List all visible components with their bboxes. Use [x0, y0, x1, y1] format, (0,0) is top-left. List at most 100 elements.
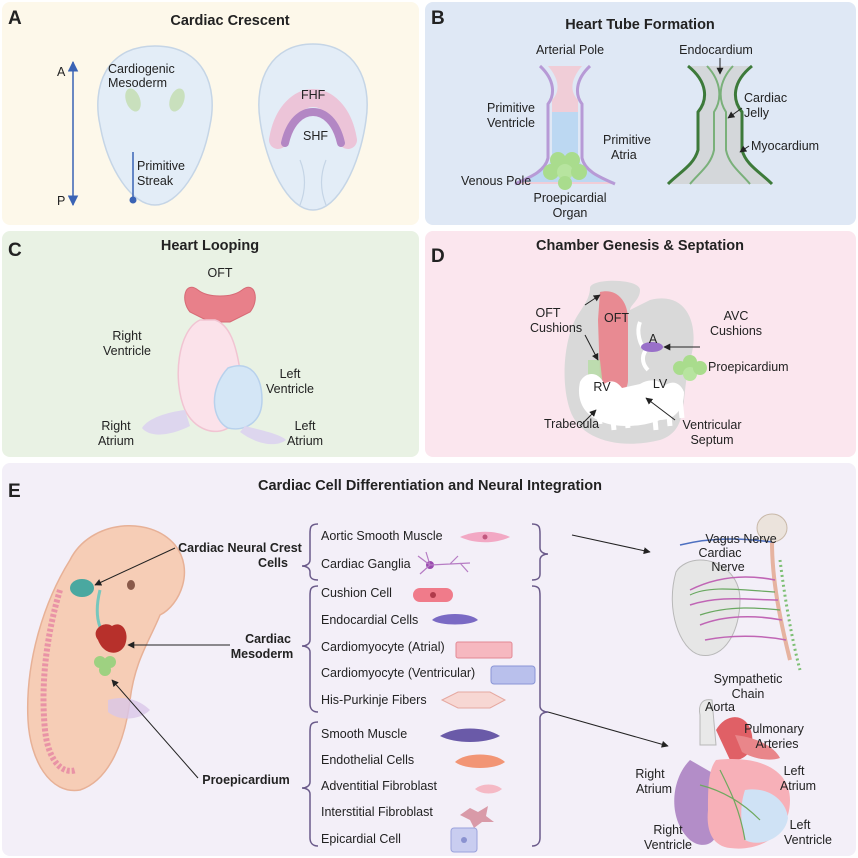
origin-ncc-label-1: Cardiac Neural Crest	[178, 541, 303, 555]
prim-atria-label-2: Atria	[611, 148, 637, 162]
septation-rv-label: RV	[593, 380, 611, 394]
panel-e: E Cardiac Cell Differentiation and Neura…	[2, 463, 856, 856]
cell-label: His-Purkinje Fibers	[321, 693, 427, 707]
adult-ra-label-1: Right	[635, 767, 665, 781]
cell-label: Cushion Cell	[321, 586, 392, 600]
endothelial-cell-icon	[455, 754, 505, 768]
proepicardial-organ	[543, 152, 587, 190]
venous-pole-label: Venous Pole	[461, 174, 531, 188]
adult-ra-label-2: Atrium	[636, 782, 672, 796]
aorta-label: Aorta	[705, 700, 735, 714]
sympathetic-chain-label-1: Sympathetic	[714, 672, 783, 686]
panel-b-letter: B	[431, 8, 445, 29]
embryo-disc-2	[258, 43, 368, 211]
panel-c-title: Heart Looping	[161, 238, 259, 254]
looping-left-ventricle	[213, 365, 263, 430]
primitive-streak-label-2: Streak	[137, 174, 174, 188]
heart-tube-lower	[515, 112, 615, 182]
panel-d-title: Chamber Genesis & Septation	[536, 238, 744, 254]
panel-e-title: Cardiac Cell Differentiation and Neural …	[258, 478, 602, 494]
aorta-vessel	[699, 699, 717, 746]
atrial-cardiomyocyte-icon	[455, 641, 513, 659]
oft-cushions-arrow-2	[584, 334, 599, 361]
septation-avc-cushions	[641, 342, 663, 352]
aortic-smooth-muscle-nucleus-icon	[482, 534, 488, 540]
cell-label: Adventitial Fibroblast	[321, 779, 438, 793]
cell-label: Smooth Muscle	[321, 727, 407, 741]
avc-cushions-label-1: AVC	[724, 309, 749, 323]
looping-oft	[184, 287, 256, 323]
looping-left-atrium	[240, 426, 286, 445]
ncc-arrow	[94, 547, 176, 586]
oft-cushions-label-1: OFT	[536, 306, 561, 320]
endocardial-tube-jelly	[668, 66, 772, 184]
fhf-label: FHF	[301, 88, 326, 102]
sympathetic-fibers	[689, 588, 781, 616]
adult-la-label-1: Left	[784, 764, 805, 778]
axis-a-label: A	[57, 65, 66, 79]
panel-d: D Chamber Genesis & Septation OFT Cushio…	[425, 231, 856, 457]
cardiogenic-left-blob	[125, 88, 141, 112]
septum-arrow	[645, 397, 676, 421]
looping-oft-label: OFT	[208, 266, 233, 280]
embryo-proepicardium	[94, 656, 116, 676]
ventricular-septum-label-2: Septum	[690, 433, 733, 447]
cell-label: Cardiac Ganglia	[321, 557, 411, 571]
fhf-crescent	[269, 88, 357, 149]
panel-b-title: Heart Tube Formation	[565, 17, 715, 33]
prim-ventricle-label-1: Primitive	[487, 101, 535, 115]
oft-cushions-label-2: Cushions	[530, 321, 582, 335]
looping-la-label-1: Left	[295, 419, 316, 433]
cardiac-jelly-arrow	[727, 107, 743, 119]
cardiogenic-label-2: Mesoderm	[108, 76, 167, 90]
looping-rv-label-2: Ventricle	[103, 344, 151, 358]
origin-proepicardium-label: Proepicardium	[202, 773, 290, 787]
cardiac-jelly-label-1: Cardiac	[744, 91, 787, 105]
looping-ra-label-1: Right	[101, 419, 131, 433]
myocardium-label: Myocardium	[751, 139, 819, 153]
panel-a-letter: A	[8, 8, 22, 29]
oft-cushions-arrow-1	[584, 294, 601, 306]
embryo-2-folds	[299, 159, 327, 206]
origin-mesoderm-label-2: Mesoderm	[231, 647, 294, 661]
looping-lv-label-2: Ventricle	[266, 382, 314, 396]
panel-e-letter: E	[8, 481, 21, 502]
adult-lv-label-2: Ventricle	[784, 833, 832, 847]
trabecula-label: Trabecula	[544, 417, 599, 431]
cell-label: Endothelial Cells	[321, 753, 414, 767]
vagus-nerve-line	[679, 538, 773, 546]
cardiac-nerve-lines	[689, 576, 787, 641]
panel-a: A Cardiac Crescent A P Cardiogenic Mesod…	[2, 2, 419, 225]
panel-e-background	[2, 463, 856, 856]
cell-label: Cardiomyocyte (Atrial)	[321, 640, 445, 654]
bracket-ncc	[301, 523, 319, 581]
looping-lv-label-1: Left	[280, 367, 301, 381]
heart-tube-outline	[514, 64, 616, 186]
vagus-nerve-label: Vagus Nerve	[705, 532, 776, 546]
adult-la-label-2: Atrium	[780, 779, 816, 793]
proepicardial-label-2: Organ	[553, 206, 588, 220]
septation-proepicardium-cluster	[673, 355, 707, 381]
to-innervation-arrow	[571, 534, 651, 555]
cell-label: Aortic Smooth Muscle	[321, 529, 443, 543]
myocardium-arrow	[739, 145, 750, 153]
cardiac-jelly-label-2: Jelly	[744, 106, 770, 120]
septation-trabeculae	[595, 397, 685, 431]
prim-atria-label-1: Primitive	[603, 133, 651, 147]
endocardial-cell-icon	[432, 614, 478, 625]
septation-ventricles	[578, 373, 684, 426]
shf-crescent	[281, 107, 345, 147]
panel-d-letter: D	[431, 246, 445, 267]
looping-la-label-2: Atrium	[287, 434, 323, 448]
bracket-mesoderm	[301, 585, 319, 713]
panel-b: B Heart Tube Formation Arterial Pole Pri…	[425, 2, 856, 225]
smooth-muscle-cell-icon	[440, 728, 500, 742]
embryo-somites	[40, 589, 78, 774]
embryo-disc-1	[97, 45, 213, 206]
endocardium-label: Endocardium	[679, 43, 753, 57]
adult-left-ventricle	[741, 789, 788, 843]
adult-right-atrium	[674, 760, 716, 845]
epicardial-cell-nucleus-icon	[461, 837, 467, 843]
